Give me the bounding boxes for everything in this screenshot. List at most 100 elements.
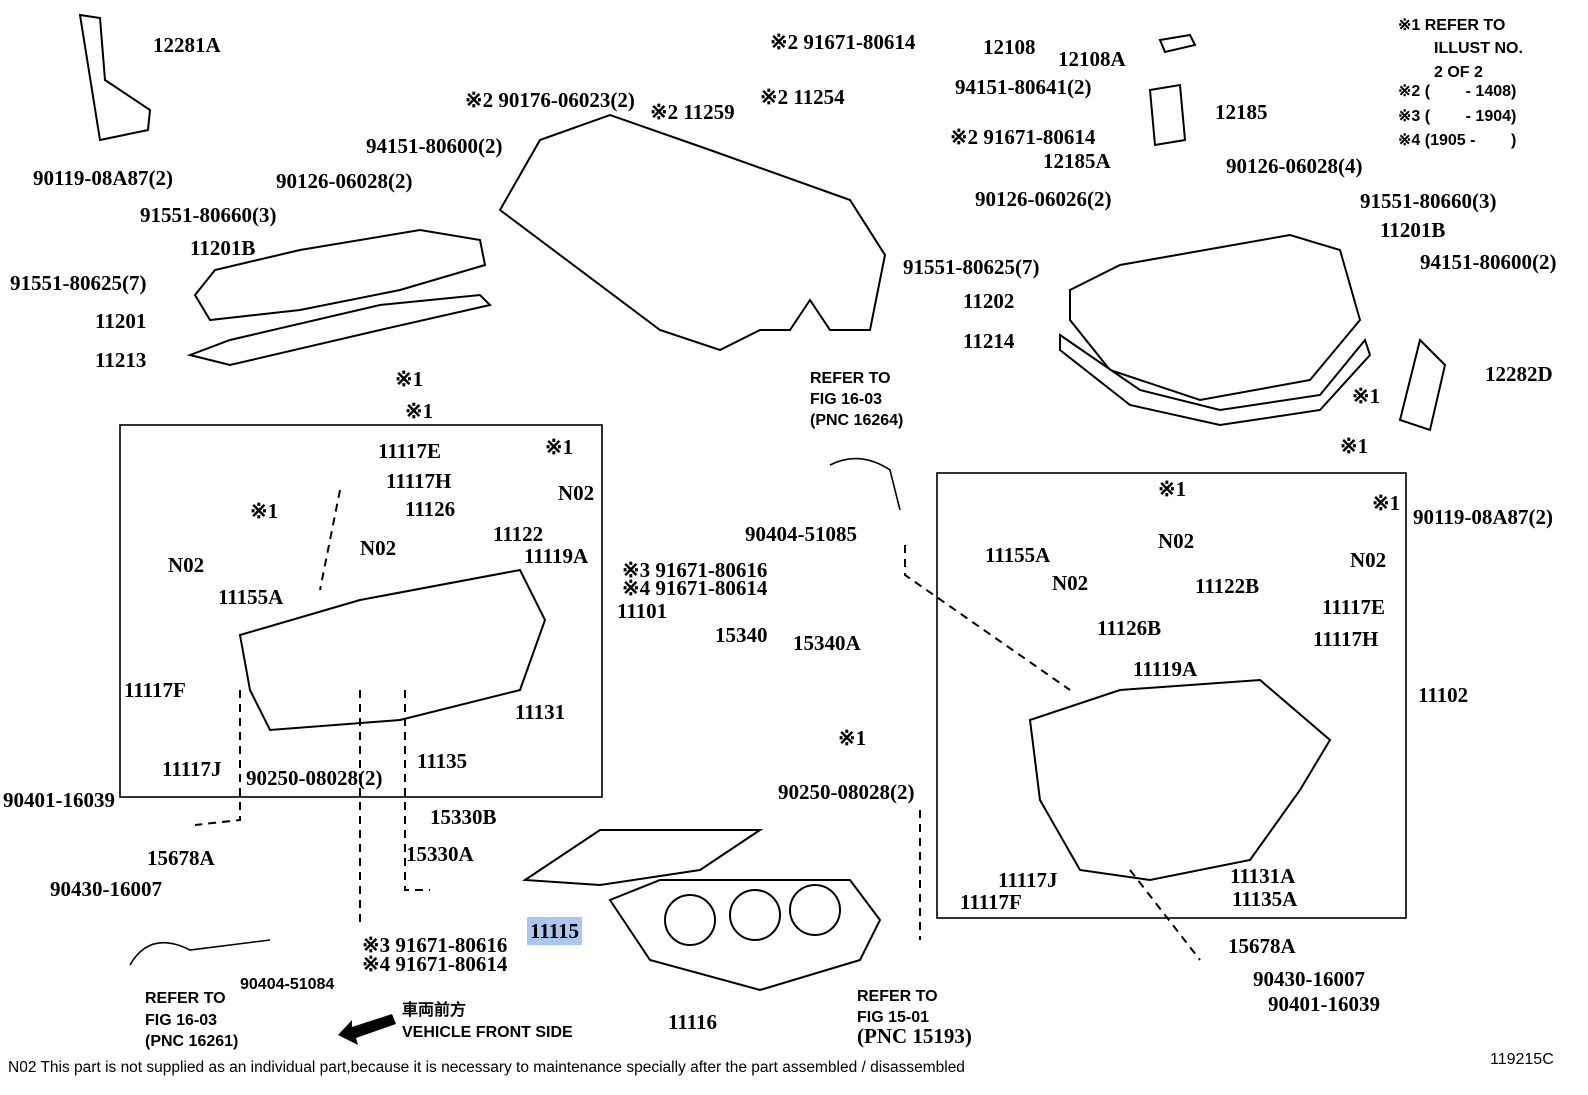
part-label[interactable]: 94151-80600(2)	[1420, 250, 1556, 274]
part-label[interactable]: 12185	[1215, 100, 1268, 124]
part-label[interactable]: FIG 16-03	[145, 1012, 217, 1029]
part-label[interactable]: 11101	[617, 599, 667, 623]
part-label[interactable]: 15678A	[147, 846, 216, 870]
part-label[interactable]: 11135A	[1232, 887, 1298, 911]
part-label[interactable]: FIG 16-03	[810, 391, 882, 408]
part-label[interactable]: 11122B	[1195, 574, 1259, 598]
part-label[interactable]: 11201B	[1380, 218, 1445, 242]
part-label[interactable]: 15340	[715, 623, 768, 647]
part-label[interactable]: REFER TO	[857, 988, 938, 1005]
part-label[interactable]: (PNC 16264)	[810, 412, 903, 429]
part-label[interactable]: 11201	[95, 309, 146, 333]
part-label[interactable]: 90404-51084	[240, 976, 334, 993]
part-label[interactable]: N02	[1158, 529, 1194, 553]
part-label[interactable]: 94151-80641(2)	[955, 75, 1091, 99]
part-label[interactable]: ※3 91671-80616	[362, 933, 507, 957]
part-label[interactable]: 15678A	[1228, 934, 1297, 958]
part-label[interactable]: 15330B	[430, 805, 497, 829]
part-label[interactable]: 90126-06028(4)	[1226, 154, 1362, 178]
part-label[interactable]: 11126	[405, 497, 455, 521]
part-label[interactable]: 94151-80600(2)	[366, 134, 502, 158]
part-label[interactable]: (PNC 16261)	[145, 1033, 238, 1050]
part-label[interactable]: (PNC 15193)	[857, 1024, 972, 1048]
part-label[interactable]: ※2 11259	[650, 100, 735, 124]
part-label[interactable]: 11131A	[1230, 864, 1296, 888]
part-label[interactable]: ※1	[395, 367, 423, 391]
part-label[interactable]: 11202	[963, 289, 1014, 313]
part-label[interactable]: 12282D	[1485, 362, 1553, 386]
part-label[interactable]: N02	[1052, 571, 1088, 595]
part-label[interactable]: ※2 11254	[760, 85, 845, 109]
part-label[interactable]: ※1	[545, 435, 573, 459]
part-label[interactable]: N02	[1350, 548, 1386, 572]
part-labels: 12281A90119-08A87(2)91551-80660(3)90126-…	[3, 30, 1556, 1050]
part-label[interactable]: ※3 91671-80616	[622, 558, 767, 582]
part-label[interactable]: 90126-06026(2)	[975, 187, 1111, 211]
part-label[interactable]: 12185A	[1043, 149, 1112, 173]
part-label[interactable]: 11122	[493, 522, 543, 546]
part-label[interactable]: 90119-08A87(2)	[1413, 505, 1553, 529]
part-label[interactable]: 90430-16007	[50, 877, 162, 901]
part-label[interactable]: 11102	[1418, 683, 1468, 707]
part-label[interactable]: 11119A	[524, 544, 589, 568]
part-label[interactable]: 15340A	[793, 631, 862, 655]
box-11101	[119, 424, 603, 798]
part-label[interactable]: ※1	[1340, 434, 1368, 458]
part-label[interactable]: REFER TO	[145, 990, 226, 1007]
part-label[interactable]: ※2 91671-80614	[950, 125, 1096, 149]
part-label[interactable]: 91551-80625(7)	[10, 271, 146, 295]
part-label[interactable]: 90430-16007	[1253, 967, 1365, 991]
part-label[interactable]: N02	[168, 553, 204, 577]
part-label[interactable]: 91551-80625(7)	[903, 255, 1039, 279]
part-label[interactable]: REFER TO	[810, 370, 891, 387]
part-label[interactable]: ※1	[1352, 384, 1380, 408]
part-label[interactable]: ※1	[838, 726, 866, 750]
part-label[interactable]: 15330A	[406, 842, 475, 866]
part-label[interactable]: 90250-08028(2)	[246, 766, 382, 790]
part-label[interactable]: 11201B	[190, 236, 255, 260]
part-label[interactable]: 11117E	[1322, 595, 1385, 619]
part-label[interactable]: 91551-80660(3)	[1360, 189, 1496, 213]
part-label[interactable]: 11117E	[378, 439, 441, 463]
part-label[interactable]: 11115	[530, 919, 579, 943]
part-label[interactable]: 11117F	[124, 678, 186, 702]
part-label[interactable]: 11117H	[1313, 627, 1378, 651]
part-label[interactable]: 11117H	[386, 469, 451, 493]
part-label[interactable]: N02	[558, 481, 594, 505]
part-label[interactable]: ※1	[1158, 477, 1186, 501]
part-label[interactable]: 90401-16039	[1268, 992, 1380, 1016]
part-label[interactable]: 11117J	[162, 757, 222, 781]
part-label[interactable]: 12108A	[1058, 47, 1127, 71]
part-label[interactable]: 90119-08A87(2)	[33, 166, 173, 190]
part-label[interactable]: 90126-06028(2)	[276, 169, 412, 193]
part-label[interactable]: 11131	[515, 700, 565, 724]
illustration-number: 119215C	[1490, 1051, 1554, 1068]
part-label[interactable]: ※1	[1372, 491, 1400, 515]
part-label[interactable]: 11155A	[985, 543, 1051, 567]
part-label[interactable]: ※2 90176-06023(2)	[465, 88, 635, 112]
oil-filler-12185	[1148, 83, 1187, 147]
part-label[interactable]: 11135	[417, 749, 467, 773]
part-label[interactable]: 12108	[983, 35, 1036, 59]
part-label[interactable]: ※4 91671-80614	[362, 952, 508, 976]
part-label[interactable]: 90250-08028(2)	[778, 780, 914, 804]
note-1-line3: 2 OF 2	[1434, 64, 1483, 81]
part-label[interactable]: FIG 15-01	[857, 1009, 929, 1026]
part-label[interactable]: ※1	[250, 499, 278, 523]
part-label[interactable]: ※1	[405, 399, 433, 423]
part-label[interactable]: 11117J	[998, 868, 1058, 892]
part-label[interactable]: 12281A	[153, 33, 222, 57]
part-label[interactable]: ※2 91671-80614	[770, 30, 916, 54]
part-label[interactable]: 90404-51085	[745, 522, 857, 546]
part-label[interactable]: 11214	[963, 329, 1015, 353]
part-label[interactable]: 11155A	[218, 585, 284, 609]
part-label[interactable]: 91551-80660(3)	[140, 203, 276, 227]
part-label[interactable]: 11213	[95, 348, 146, 372]
part-label[interactable]: 90401-16039	[3, 788, 115, 812]
part-label[interactable]: 11116	[668, 1010, 717, 1034]
part-label[interactable]: N02	[360, 536, 396, 560]
part-label[interactable]: 11119A	[1133, 657, 1198, 681]
part-label[interactable]: ※4 91671-80614	[622, 576, 768, 600]
part-label[interactable]: 11126B	[1097, 616, 1161, 640]
part-label[interactable]: 11117F	[960, 890, 1022, 914]
